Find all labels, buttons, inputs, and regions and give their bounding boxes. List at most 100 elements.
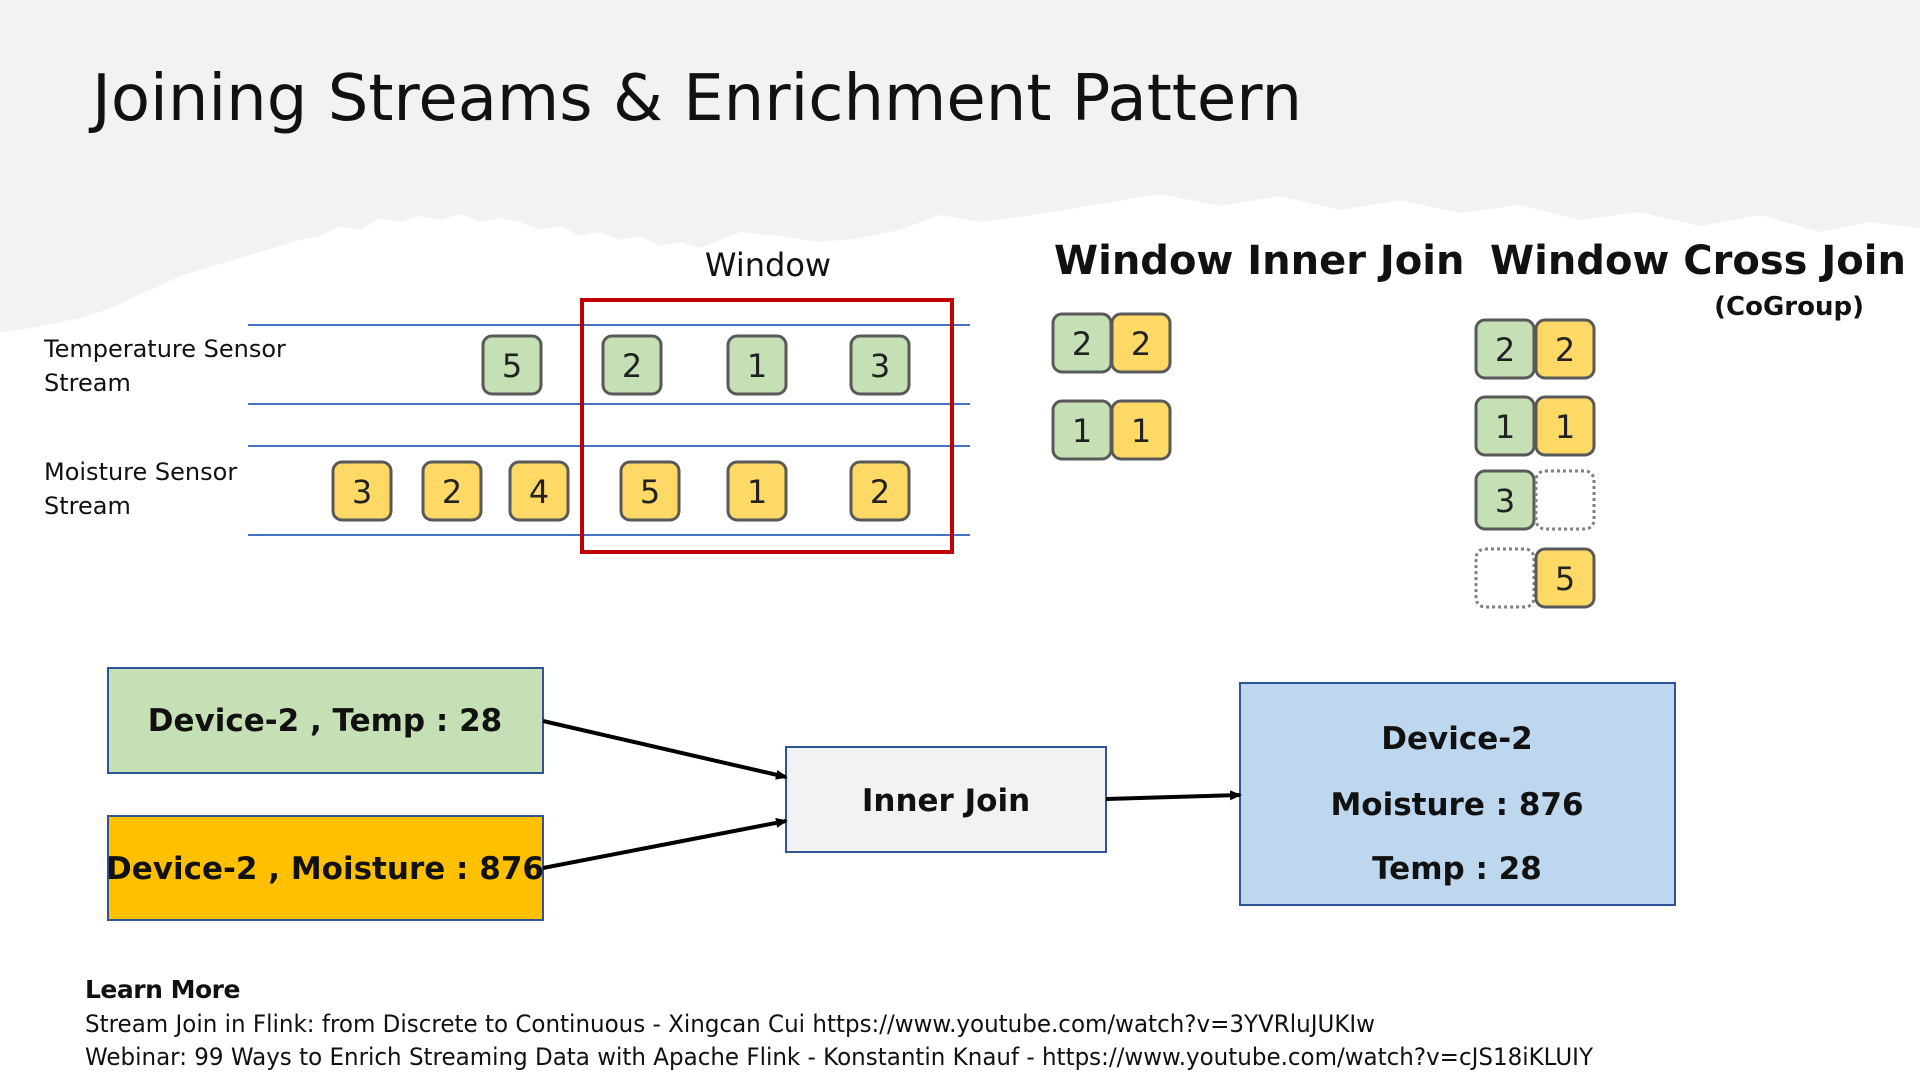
moisture-event: 2 [849, 460, 911, 522]
moisture-event: 3 [331, 460, 393, 522]
cross-join-title: Window Cross Join [1490, 238, 1906, 284]
page-title: Joining Streams & Enrichment Pattern [88, 62, 1302, 136]
temperature-event-shape [601, 334, 663, 396]
cross-join-right-tile: 5 [1534, 547, 1596, 609]
cross-join-right-tile-label: 5 [1555, 560, 1575, 598]
temp-input-label: Device-2 , Temp : 28 [148, 703, 502, 739]
inner-join-left-tile: 2 [1051, 312, 1113, 374]
temperature-stream-label-line2: Stream [44, 369, 131, 397]
moisture-event-shape [331, 460, 393, 522]
cross-join-left-tile: 3 [1474, 469, 1536, 531]
cross-join-right-tile-shape [1534, 547, 1596, 609]
inner-join-right-tile-shape [1110, 312, 1172, 374]
temperature-event-shape [849, 334, 911, 396]
cross-join-left-tile-label: 1 [1495, 408, 1515, 446]
moisture-event-shape [421, 460, 483, 522]
moisture-event-shape [726, 460, 788, 522]
temperature-stream-label-line1: Temperature Sensor [43, 335, 286, 363]
inner-join-right-tile: 1 [1110, 399, 1172, 461]
temp-input-box [107, 667, 544, 774]
result-line2: Moisture : 876 [1330, 787, 1583, 823]
temp-to-join-arrow [542, 719, 788, 780]
inner-join-operator-label: Inner Join [862, 783, 1030, 819]
cross-join-left-tile-shape [1474, 318, 1536, 380]
window-label: Window [705, 246, 831, 284]
cross-join-right-tile-shape [1534, 469, 1596, 531]
cross-join-right-tile-label: 2 [1555, 331, 1575, 369]
temperature-event: 3 [849, 334, 911, 396]
background-mountains [0, 0, 1920, 332]
temperature-event-label: 2 [622, 347, 642, 385]
moisture-event-shape [849, 460, 911, 522]
window-frame [580, 298, 954, 554]
moisture-event-label: 2 [442, 473, 462, 511]
moisture-event-label: 3 [352, 473, 372, 511]
cross-join-left-tile-shape [1474, 547, 1536, 609]
moisture-stream-label: Moisture Sensor Stream [44, 458, 245, 520]
temperature-stream-events: 5 2 1 3 [481, 334, 911, 396]
cross-join-right-tile: 1 [1534, 395, 1596, 457]
cross-join-left-tile-label: 3 [1495, 482, 1515, 520]
cross-join-left-tile: 1 [1474, 395, 1536, 457]
moisture-event: 1 [726, 460, 788, 522]
inner-join-operator-box [785, 746, 1107, 853]
inner-join-left-tile-label: 1 [1072, 412, 1092, 450]
result-line1: Device-2 [1381, 721, 1532, 757]
cross-join-right-tile-label: 1 [1555, 408, 1575, 446]
temperature-event-label: 5 [502, 347, 522, 385]
cross-join-left-tile [1474, 547, 1536, 609]
cross-join-right-tile-shape [1534, 318, 1596, 380]
inner-join-left-tile-label: 2 [1072, 325, 1092, 363]
moisture-event-label: 2 [870, 473, 890, 511]
moisture-stream-events: 3 2 4 5 1 2 [331, 460, 911, 522]
temperature-event: 1 [726, 334, 788, 396]
cross-join-right-tile-shape [1534, 395, 1596, 457]
learn-more: Learn More Stream Join in Flink: from Di… [85, 975, 1593, 1071]
moisture-event-label: 4 [529, 473, 549, 511]
temperature-event-label: 3 [870, 347, 890, 385]
moisture-stream-label-line1: Moisture Sensor [44, 458, 237, 486]
moisture-event-shape [508, 460, 570, 522]
cross-join-subtitle: (CoGroup) [1714, 292, 1864, 322]
moisture-event: 4 [508, 460, 570, 522]
cross-join-section: Window Cross Join (CoGroup) 2 2 1 1 3 5 [1474, 238, 1906, 609]
stream-diagram: Window Temperature Sensor Stream 5 2 1 3 Mo… [43, 246, 970, 554]
enrichment-flow: Device-2 , Temp : 28 Device-2 , Moisture… [106, 667, 1676, 921]
temperature-event: 5 [481, 334, 543, 396]
inner-join-right-tile-label: 2 [1131, 325, 1151, 363]
moisture-input-label: Device-2 , Moisture : 876 [106, 851, 544, 887]
inner-join-pairs: 2 2 1 1 [1051, 312, 1172, 461]
cross-join-left-tile: 2 [1474, 318, 1536, 380]
temperature-event: 2 [601, 334, 663, 396]
moisture-input-box [107, 815, 544, 921]
cross-join-left-tile-shape [1474, 395, 1536, 457]
learn-more-heading: Learn More [85, 975, 240, 1004]
result-line3: Temp : 28 [1372, 851, 1542, 887]
inner-join-right-tile-shape [1110, 399, 1172, 461]
cross-join-pairs: 2 2 1 1 3 5 [1474, 318, 1596, 609]
inner-join-title: Window Inner Join [1054, 238, 1464, 284]
inner-join-right-tile-label: 1 [1131, 412, 1151, 450]
moisture-event-label: 5 [640, 473, 660, 511]
inner-join-left-tile: 1 [1051, 399, 1113, 461]
cross-join-left-tile-label: 2 [1495, 331, 1515, 369]
temperature-event-label: 1 [747, 347, 767, 385]
moisture-event: 2 [421, 460, 483, 522]
cross-join-left-tile-shape [1474, 469, 1536, 531]
temperature-stream-label: Temperature Sensor Stream [43, 335, 294, 397]
learn-more-link-1[interactable]: Stream Join in Flink: from Discrete to C… [85, 1010, 1375, 1038]
temperature-event-shape [726, 334, 788, 396]
moisture-event-shape [619, 460, 681, 522]
cross-join-right-tile: 2 [1534, 318, 1596, 380]
join-to-result-arrow [1105, 790, 1242, 801]
moisture-event: 5 [619, 460, 681, 522]
temperature-event-shape [481, 334, 543, 396]
inner-join-right-tile: 2 [1110, 312, 1172, 374]
moisture-stream-label-line2: Stream [44, 492, 131, 520]
cross-join-right-tile [1534, 469, 1596, 531]
moisture-event-label: 1 [747, 473, 767, 511]
learn-more-link-2[interactable]: Webinar: 99 Ways to Enrich Streaming Dat… [85, 1043, 1593, 1071]
inner-join-section: Window Inner Join 2 2 1 1 [1051, 238, 1464, 461]
result-box [1239, 682, 1676, 906]
